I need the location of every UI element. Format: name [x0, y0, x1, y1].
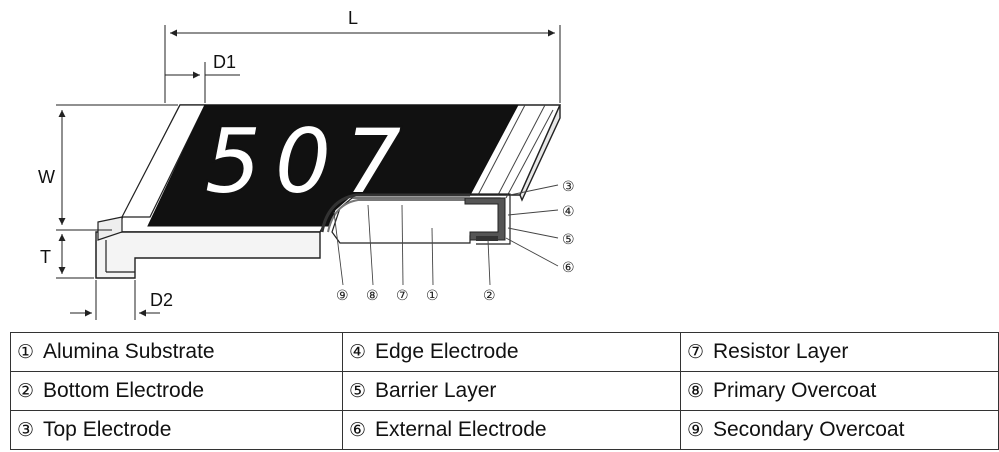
callout-7: ⑦: [396, 287, 409, 303]
dimension-length: [164, 25, 561, 103]
dimension-width: [56, 104, 178, 231]
legend-label: Secondary Overcoat: [713, 418, 905, 441]
callout-leaders: [333, 184, 559, 286]
legend-row: ③ Top Electrode ⑥ External Electrode ⑨ Seco…: [10, 410, 999, 450]
legend-label: Resistor Layer: [713, 340, 849, 363]
barrier-and-external-layer: [470, 193, 511, 245]
left-terminal: [95, 104, 206, 278]
legend-label: Top Electrode: [43, 418, 172, 441]
callout-2: ②: [483, 287, 496, 303]
legend-number: ①: [17, 341, 35, 363]
overcoat-marking-area: [147, 104, 519, 227]
legend-label: Alumina Substrate: [43, 340, 215, 363]
dimension-d1-label: D1: [213, 52, 236, 72]
legend-number: ④: [349, 341, 367, 363]
callout-4: ④: [562, 203, 575, 219]
dimension-d2: [70, 280, 160, 320]
legend-number: ⑤: [349, 380, 367, 402]
legend-label: Bottom Electrode: [43, 379, 205, 402]
callout-8: ⑧: [366, 287, 379, 303]
legend-label: Primary Overcoat: [713, 379, 877, 402]
legend-cell: ⑤ Barrier Layer: [342, 371, 681, 411]
dimension-thickness: [56, 234, 94, 279]
legend-label: Barrier Layer: [375, 379, 497, 402]
chip-front-face: [95, 231, 321, 279]
dimension-d2-label: D2: [150, 290, 173, 310]
legend-row: ① Alumina Substrate ④ Edge Electrode ⑦ Resi…: [10, 332, 999, 372]
cross-section: [320, 193, 511, 245]
callout-9: ⑨: [336, 287, 349, 303]
callout-5: ⑤: [562, 231, 575, 247]
legend-number: ⑥: [349, 419, 367, 441]
legend-cell: ⑨ Secondary Overcoat: [680, 410, 999, 450]
legend-cell: ④ Edge Electrode: [342, 332, 681, 372]
legend-cell: ③ Top Electrode: [10, 410, 343, 450]
legend-number: ③: [17, 419, 35, 441]
cutaway-overcoat-layers: [320, 193, 470, 233]
legend-cell: ⑦ Resistor Layer: [680, 332, 999, 372]
legend-cell: ⑧ Primary Overcoat: [680, 371, 999, 411]
legend-number: ⑦: [687, 341, 705, 363]
dimension-d1: [165, 62, 240, 103]
bottom-electrode: [476, 236, 498, 241]
edge-electrode: [464, 197, 506, 241]
chip-right-end-face: [519, 104, 561, 202]
legend-number: ②: [17, 380, 35, 402]
right-terminal: [477, 104, 554, 199]
legend-number: ⑧: [687, 380, 705, 402]
legend-row: ② Bottom Electrode ⑤ Barrier Layer ⑧ Primar…: [10, 371, 999, 411]
legend-number: ⑨: [687, 419, 705, 441]
dimension-thickness-label: T: [40, 247, 51, 267]
legend-cell: ② Bottom Electrode: [10, 371, 343, 411]
legend-label: External Electrode: [375, 418, 547, 441]
callout-6: ⑥: [562, 259, 575, 275]
legend-label: Edge Electrode: [375, 340, 519, 363]
legend-cell: ⑥ External Electrode: [342, 410, 681, 450]
callout-1: ①: [426, 287, 439, 303]
legend-cell: ① Alumina Substrate: [10, 332, 343, 372]
resistor-diagram: 507 L D1 W T D2: [38, 8, 575, 320]
dimension-length-label: L: [348, 8, 358, 28]
dimension-width-label: W: [38, 167, 55, 187]
callout-3: ③: [562, 178, 575, 194]
legend-table: ① Alumina Substrate ④ Edge Electrode ⑦ Resi…: [10, 332, 999, 450]
